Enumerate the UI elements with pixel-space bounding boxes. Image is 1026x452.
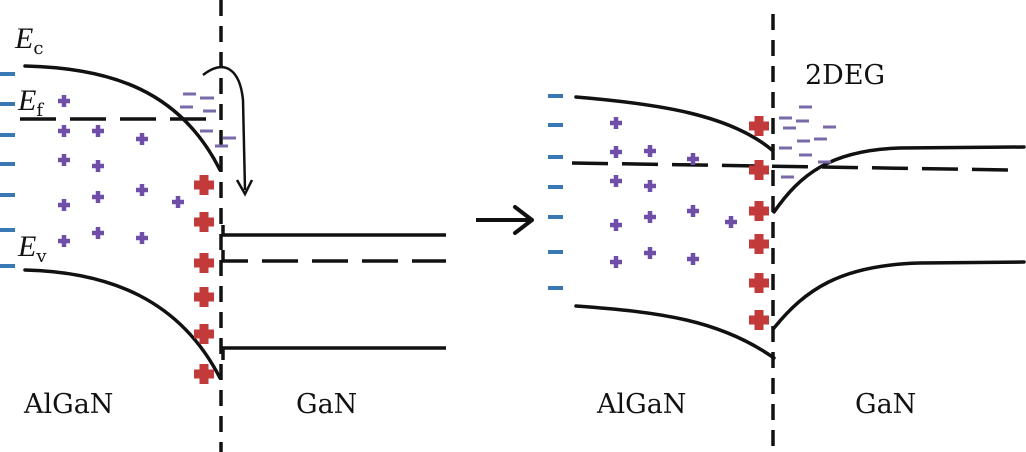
two-deg-electrons (779, 105, 836, 179)
left-conduction-band (23, 64, 222, 172)
label-ec: Ec (14, 22, 43, 59)
donor-positive-charge (644, 145, 656, 157)
label-ef: Ef (17, 84, 44, 121)
right-gan-conduction-band (772, 145, 1026, 214)
polarization-positive-charge (194, 175, 214, 195)
label-ev: Ev (17, 230, 47, 267)
electron-transfer-arrowhead (235, 179, 254, 197)
left-gan-valence-band (221, 346, 446, 360)
donor-positive-charge (644, 247, 656, 259)
donor-positive-charge (136, 184, 148, 196)
polarization-positive-charge (194, 212, 214, 232)
right-panel: 2DEG AlGaN GaN (548, 14, 1026, 452)
right-valence-band (574, 304, 776, 360)
donor-positive-charge (92, 191, 104, 203)
donor-positive-charge (58, 199, 70, 211)
left-electrons (180, 92, 236, 148)
right-polarization-charges (749, 116, 769, 330)
donor-positive-charge (610, 175, 622, 187)
donor-positive-charge (172, 196, 184, 208)
donor-positive-charge (644, 180, 656, 192)
donor-positive-charge (58, 125, 70, 137)
label-2deg: 2DEG (805, 60, 885, 91)
donor-positive-charge (136, 133, 148, 145)
polarization-positive-charge (749, 201, 769, 221)
donor-positive-charge (687, 205, 699, 217)
donor-positive-charge (610, 146, 622, 158)
electron-transfer-arrow (202, 66, 247, 191)
donor-positive-charge (725, 216, 737, 228)
left-gan-conduction-band (221, 225, 446, 237)
right-donor-charges (610, 117, 737, 268)
label-right-algan: AlGaN (596, 389, 686, 420)
donor-positive-charge (58, 235, 70, 247)
donor-positive-charge (687, 253, 699, 265)
donor-positive-charge (610, 219, 622, 231)
label-left-algan: AlGaN (23, 389, 113, 420)
left-donor-charges (58, 95, 184, 247)
donor-positive-charge (92, 227, 104, 239)
donor-positive-charge (687, 153, 699, 165)
polarization-positive-charge (749, 234, 769, 254)
polarization-positive-charge (194, 364, 214, 384)
left-surface-charges (0, 72, 15, 268)
donor-positive-charge (92, 160, 104, 172)
donor-positive-charge (136, 232, 148, 244)
polarization-positive-charge (194, 324, 214, 344)
right-fermi-level (571, 161, 1011, 172)
right-surface-charges (548, 94, 563, 290)
donor-positive-charge (610, 256, 622, 268)
polarization-positive-charge (194, 287, 214, 307)
polarization-positive-charge (749, 310, 769, 330)
right-conduction-band (574, 95, 774, 152)
donor-positive-charge (58, 154, 70, 166)
polarization-positive-charge (194, 253, 214, 273)
left-panel: Ec Ef Ev AlGaN GaN (0, 0, 446, 452)
donor-positive-charge (644, 211, 656, 223)
donor-positive-charge (610, 117, 622, 129)
donor-positive-charge (92, 125, 104, 137)
left-polarization-charges (194, 175, 214, 384)
polarization-positive-charge (749, 160, 769, 180)
right-gan-valence-band (772, 260, 1026, 330)
polarization-positive-charge (749, 273, 769, 293)
polarization-positive-charge (749, 116, 769, 136)
transition-arrow (476, 205, 534, 235)
left-gan-fermi-level (221, 250, 446, 263)
label-left-gan: GaN (296, 389, 357, 420)
label-right-gan: GaN (855, 389, 916, 420)
left-valence-band (23, 268, 222, 380)
donor-positive-charge (58, 95, 70, 107)
